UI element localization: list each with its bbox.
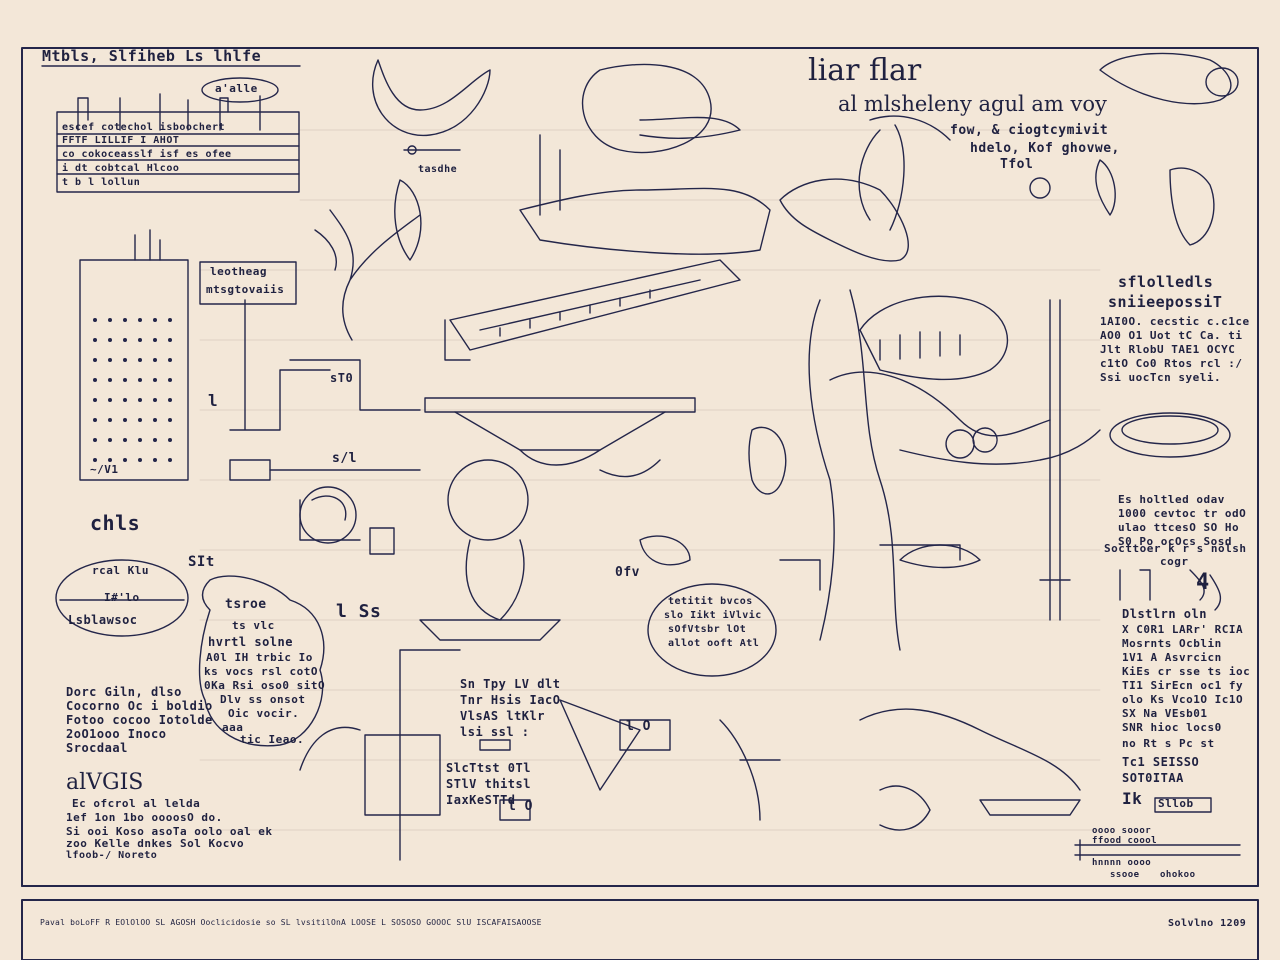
left-bottom-line: Si ooi Koso asoTa oolo oal ek [66, 825, 273, 838]
table-row: i dt cobtcal Hlcoo [62, 163, 180, 174]
right-line: Jlt RlobU TAE1 OCYC [1100, 343, 1236, 356]
right-line: olo Ks Vco1O Ic1O [1122, 693, 1244, 706]
oval-left-line: rcal Klu [92, 564, 149, 577]
small-label: tasdhe [418, 164, 458, 175]
left-line: Fotoo cocoo Iotolde [66, 713, 213, 727]
right-line: 1V1 A Asvrcicn [1122, 651, 1222, 664]
right-line: SOT0ITAA [1122, 771, 1184, 785]
right-line: Ssi uocTcn syeli. [1100, 371, 1222, 384]
mid-label: chls [90, 511, 141, 535]
right-line: 1AI0O. cecstic c.c1ce [1100, 315, 1250, 328]
right-line: c1tO Co0 Rtos rcl :/ [1100, 357, 1243, 370]
right-line: Dlstlrn oln [1122, 607, 1207, 621]
center-block-line: lsi ssl : [460, 725, 530, 739]
bottom-right-line: ohokoo [1160, 870, 1196, 880]
right-bottom-box-label: Sllob [1158, 797, 1194, 810]
center-oval-line: tetitit bvcos [668, 596, 753, 607]
cloud-line: aaa [222, 721, 244, 734]
table-row: t b l lollun [62, 177, 141, 188]
left-bottom-line: 1ef 1on 1bo oooosO do. [66, 811, 223, 824]
center-oval-line: allot ooft Atl [668, 638, 760, 649]
left-line: Srocdaal [66, 741, 128, 755]
mid-label: l O [626, 719, 651, 734]
mid-label: 0fv [615, 565, 640, 580]
cloud-line: 0Ka Rsi oso0 sitO [204, 679, 326, 692]
right-line: Mosrnts Ocblin [1122, 637, 1222, 650]
right-heading: sniieepossiT [1108, 293, 1223, 311]
footer-right-text: Solvlno 1209 [1168, 918, 1247, 929]
mid-label: sT0 [330, 371, 354, 385]
bottom-right-line: ffood coool [1092, 836, 1158, 846]
mid-label: ~/V1 [90, 463, 119, 476]
main-subtitle: al mlsheleny agul am voy [838, 92, 1107, 116]
card-line: leotheag [210, 265, 267, 278]
oval-left-line: Lsblawsoc [68, 613, 138, 627]
table-row: escef cotechol isboochert [62, 122, 226, 133]
cloud-line: A0l IH trbic Io [206, 651, 313, 664]
right-line: Socttoer k r s nolsh [1104, 542, 1247, 555]
left-bottom-line: zoo Kelle dnkes Sol Kocvo [66, 837, 245, 850]
footer-left-text: Paval boLoFF R EOlOlOO SL AGOSH Ooclicid… [40, 918, 542, 927]
cloud-line: tic Ieao. [240, 733, 305, 746]
right-line: no Rt s Pc st [1122, 737, 1215, 750]
mid-label: l Ss [336, 601, 382, 622]
center-block-line: IaxKeSTTd [446, 793, 516, 807]
bottom-right-line: hnnnn oooo [1092, 858, 1152, 868]
mid-label: s/l [332, 451, 357, 466]
center-block-line: SlcTtst 0Tl [446, 761, 531, 775]
cloud-line: Oic vocir. [228, 707, 300, 720]
right-line: Es holtled odav [1118, 493, 1225, 506]
table-row: co cokoceasslf isf es ofee [62, 149, 232, 160]
left-line: 2oO1ooo Inoco [66, 727, 167, 741]
right-line: SNR hioc locs0 [1122, 721, 1222, 734]
center-block-line: STlV thitsl [446, 777, 531, 791]
sub-line-3: Tfol [1000, 157, 1034, 172]
mid-label: l O [508, 799, 533, 814]
center-oval-line: sOfVtsbr lOt [668, 624, 747, 635]
right-line: KiEs cr sse ts ioc [1122, 665, 1251, 678]
mid-label: l [208, 391, 219, 410]
left-line: Dorc Giln, dlso [66, 685, 182, 699]
left-line: Cocorno Oc i boldio [66, 699, 213, 713]
cloud-line: hvrtl solne [208, 635, 293, 649]
right-bottom-label: Ik [1122, 789, 1143, 808]
oval-left-line: I#'lo [104, 591, 140, 604]
cloud-line: ks vocs rsl cotO [204, 665, 318, 678]
card-line: mtsgtovaiis [206, 283, 285, 296]
left-bottom-line: Ec ofcrol al lelda [72, 797, 201, 810]
left-bottom-title: alVGIS [66, 770, 144, 795]
bottom-right-line: ssooe [1110, 870, 1140, 880]
left-bottom-line: lfoob-/ Noreto [66, 850, 158, 861]
mid-label: 4 [1196, 570, 1210, 595]
right-line: Tc1 SEISSO [1122, 755, 1200, 769]
center-oval-line: slo Iikt iVlvic [664, 610, 762, 621]
table-row: FFTF LILLIF I AHOT [62, 135, 180, 146]
right-line: AO0 O1 Uot tC Ca. ti [1100, 329, 1243, 342]
right-line: SX Na VEsb01 [1122, 707, 1208, 720]
cloud-line: ts vlc [232, 619, 275, 632]
cloud-line: tsroe [225, 597, 267, 612]
mid-label: SIt [188, 554, 215, 570]
main-title: liar flar [808, 53, 922, 88]
center-block-line: Tnr Hsis IacO [460, 693, 561, 707]
right-line: X C0R1 LARr' RCIA [1122, 623, 1244, 636]
right-line: TI1 SirEcn oc1 fy [1122, 679, 1244, 692]
cloud-line: Dlv ss onsot [220, 693, 306, 706]
sub-line-1: fow, & ciogtcymivit [950, 123, 1109, 138]
center-block-line: Sn Tpy LV dlt [460, 677, 561, 691]
right-line: 1000 cevtoc tr odO [1118, 507, 1247, 520]
right-line: ulao ttcesO SO Ho [1118, 521, 1240, 534]
right-line: S0 Po ocOcs Sosd [1118, 535, 1232, 548]
sub-line-2: hdelo, Kof ghovwe, [970, 141, 1120, 156]
right-heading: sflolledls [1118, 273, 1214, 291]
bottom-right-line: oooo sooor [1092, 826, 1152, 836]
top-left-oval-label: a'alle [215, 82, 258, 95]
right-line: cogr [1160, 555, 1189, 568]
top-left-caption: Mtbls, Slfiheb Ls lhlfe [42, 47, 262, 65]
center-block-line: VlsAS ltKlr [460, 709, 545, 723]
